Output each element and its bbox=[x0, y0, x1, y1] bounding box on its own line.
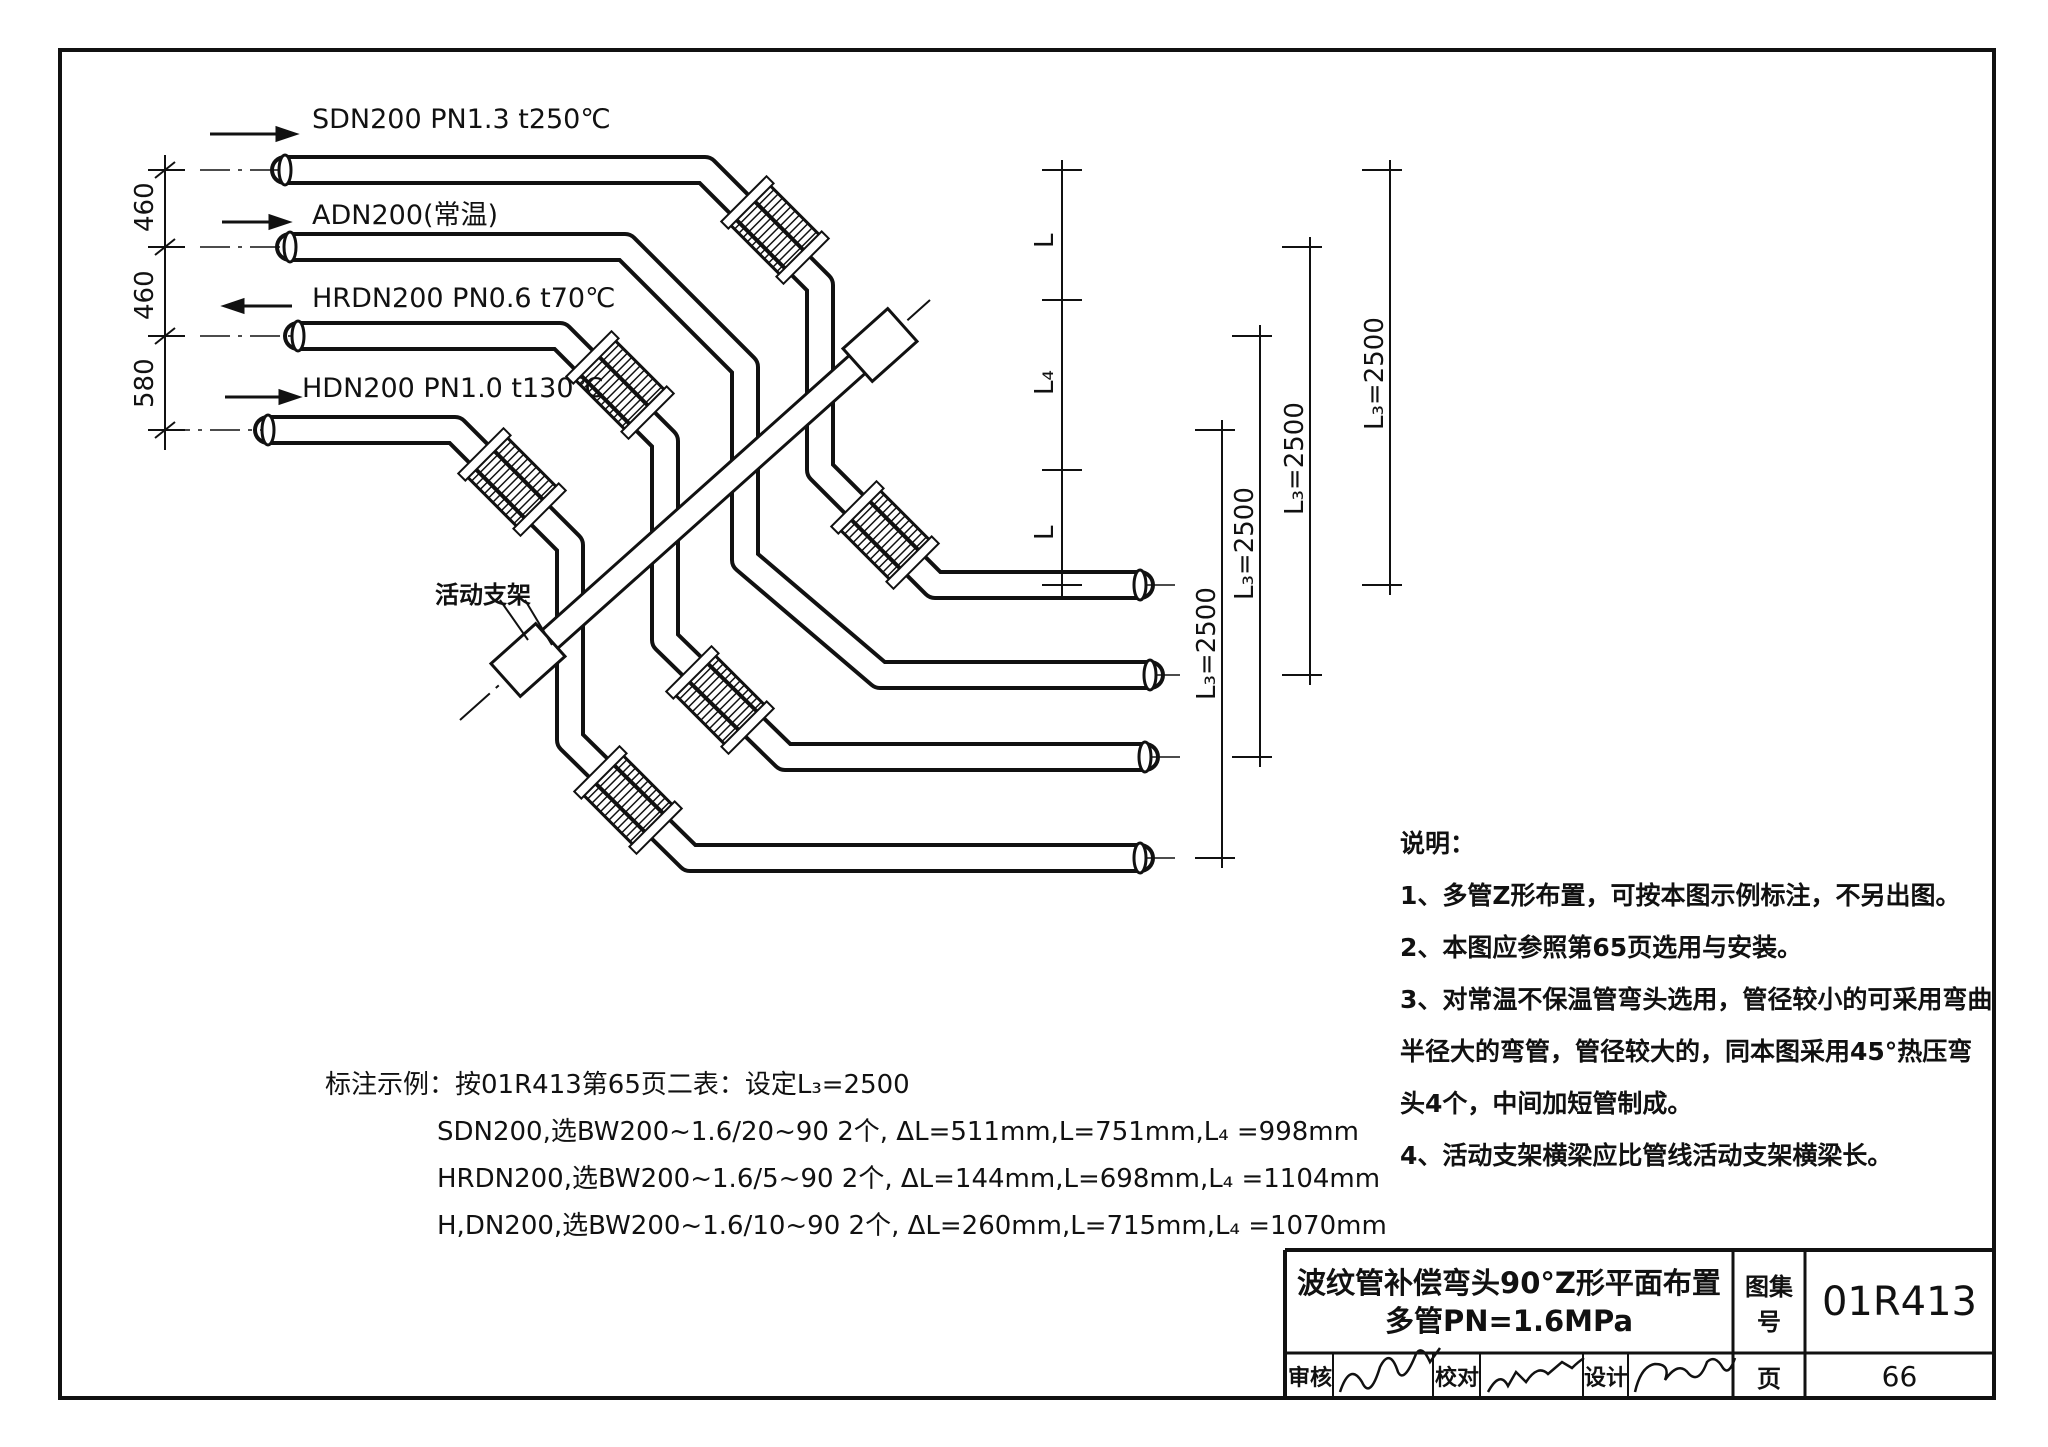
spacing-dimension-lines bbox=[148, 155, 185, 450]
note-item: 3、对常温不保温管弯头选用，管径较小的可采用弯曲 bbox=[1400, 985, 1993, 1014]
atlas-number: 01R413 bbox=[1821, 1279, 1978, 1325]
example-heading: 标注示例：按01R413第65页二表：设定L₃=2500 bbox=[325, 1070, 910, 1100]
atlas-label: 图集号 bbox=[1745, 1273, 1793, 1336]
review-label: 审核 bbox=[1287, 1366, 1332, 1391]
drawing-title-line2: 多管PN=1.6MPa bbox=[1384, 1304, 1634, 1338]
pipe-label-adn: ADN200(常温) bbox=[312, 200, 499, 231]
notes-heading: 说明： bbox=[1400, 829, 1476, 858]
designer-signature bbox=[1633, 1357, 1737, 1393]
title-block bbox=[1283, 1248, 1994, 1398]
pipe-label-sdn: SDN200 PN1.3 t250℃ bbox=[312, 104, 611, 135]
example-line: HRDN200,选BW200~1.6/5~90 2个, ΔL=144mm,L=6… bbox=[437, 1164, 1381, 1194]
dim-l3-sdn: L₃=2500 bbox=[1360, 317, 1390, 430]
bellows-compensators bbox=[456, 174, 941, 856]
note-item: 1、多管Z形布置，可按本图示例标注，不另出图。 bbox=[1400, 881, 1961, 910]
spacing-dim-1: 460 bbox=[130, 182, 160, 232]
signatures bbox=[1338, 1347, 1737, 1393]
note-item: 2、本图应参照第65页选用与安装。 bbox=[1400, 933, 1803, 962]
dim-l3-hdn: L₃=2500 bbox=[1192, 587, 1222, 700]
support-leader-line bbox=[499, 599, 529, 641]
drawing-border bbox=[58, 48, 1996, 1400]
example-line: H,DN200,选BW200~1.6/10~90 2个, ΔL=260mm,L=… bbox=[437, 1211, 1387, 1241]
drawing-title-line1: 波纹管补偿弯头90°Z形平面布置 bbox=[1297, 1266, 1721, 1300]
pipe-label-hdn: HDN200 PN1.0 t130℃ bbox=[302, 373, 604, 404]
sliding-support-beam bbox=[459, 299, 931, 721]
example-line: SDN200,选BW200~1.6/20~90 2个, ΔL=511mm,L=7… bbox=[437, 1117, 1359, 1147]
design-label: 设计 bbox=[1583, 1366, 1628, 1391]
length-dimension-lines bbox=[1042, 160, 1402, 868]
spacing-dim-3: 580 bbox=[130, 358, 160, 408]
note-item: 4、活动支架横梁应比管线活动支架横梁长。 bbox=[1400, 1141, 1893, 1170]
note-item: 头4个，中间加短管制成。 bbox=[1400, 1089, 1693, 1118]
dim-l-lower: L bbox=[1030, 525, 1060, 541]
check-label: 校对 bbox=[1434, 1366, 1479, 1391]
notes-block: 说明： 1、多管Z形布置，可按本图示例标注，不另出图。 2、本图应参照第65页选… bbox=[1400, 818, 1992, 1182]
dim-l3-hrdn: L₃=2500 bbox=[1230, 487, 1260, 600]
spacing-dim-2: 460 bbox=[130, 270, 160, 320]
pipe-hdn bbox=[253, 415, 1155, 873]
page-label: 页 bbox=[1757, 1364, 1781, 1393]
reviewer-signature bbox=[1338, 1347, 1442, 1393]
note-item: 半径大的弯管，管径较大的，同本图采用45°热压弯 bbox=[1400, 1037, 1973, 1066]
checker-signature bbox=[1486, 1356, 1585, 1393]
page-number: 66 bbox=[1881, 1359, 1918, 1393]
pipe-label-hrdn: HRDN200 PN0.6 t70℃ bbox=[312, 283, 616, 314]
dim-l3-adn: L₃=2500 bbox=[1280, 402, 1310, 515]
dim-l4: L₄ bbox=[1030, 370, 1060, 395]
flow-arrows bbox=[210, 125, 303, 406]
drawing-title: 波纹管补偿弯头90°Z形平面布置 多管PN=1.6MPa bbox=[1288, 1254, 1730, 1350]
example-annotation: 标注示例：按01R413第65页二表：设定L₃=2500 SDN200,选BW2… bbox=[325, 1062, 1387, 1250]
pipe-sdn bbox=[270, 155, 1155, 600]
sliding-support-label: 活动支架 bbox=[435, 581, 531, 609]
dim-l-upper: L bbox=[1030, 233, 1060, 249]
